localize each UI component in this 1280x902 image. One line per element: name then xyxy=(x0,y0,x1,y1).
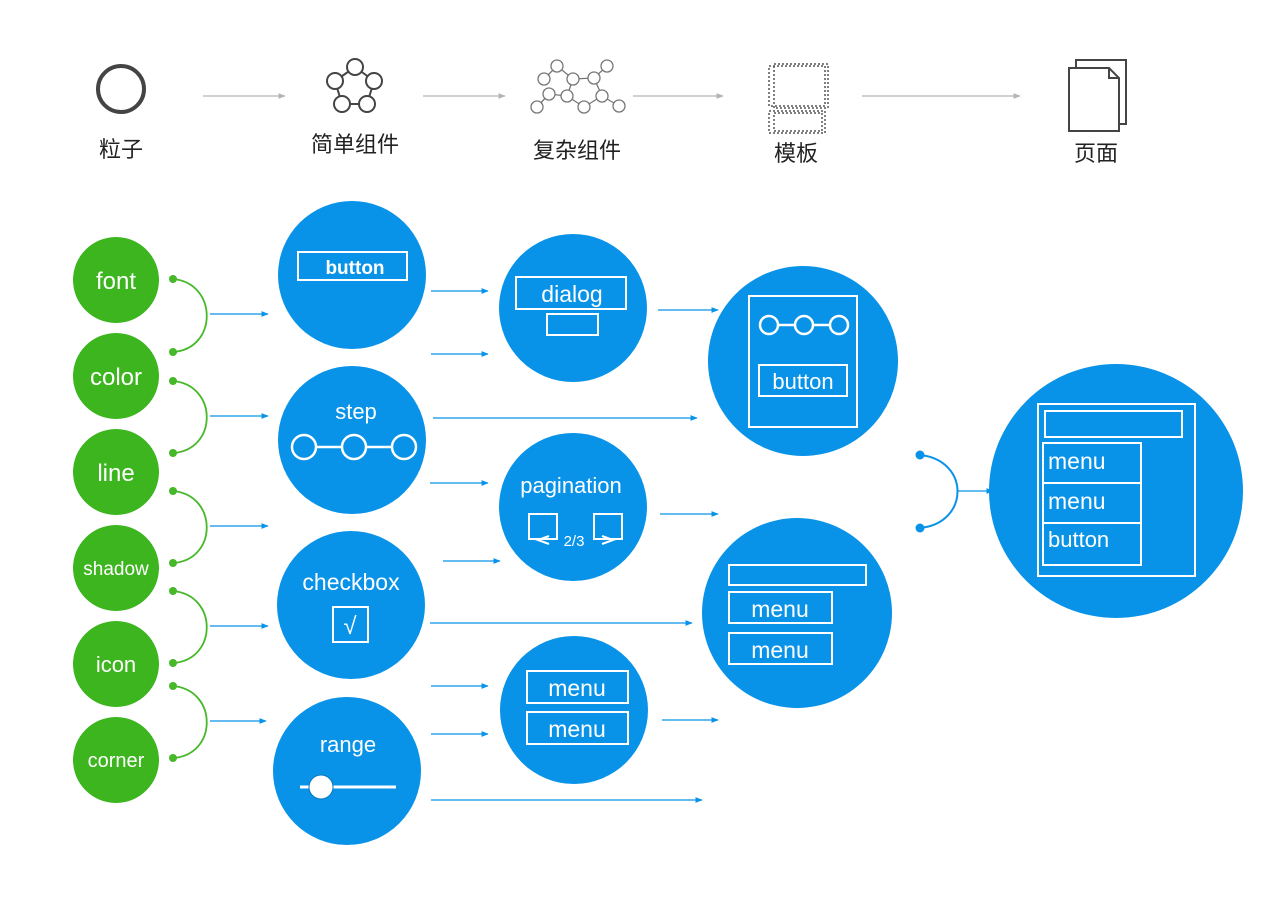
atom-label: icon xyxy=(96,652,136,677)
checkbox-title: checkbox xyxy=(302,569,400,595)
atom-line: line xyxy=(73,429,159,515)
menu-item: menu xyxy=(548,716,606,742)
complex-dialog-component: dialog xyxy=(499,234,647,382)
pagination-page-indicator: 2/3 xyxy=(564,533,585,550)
template-form: button xyxy=(708,266,898,456)
simple-step-component: step xyxy=(278,366,426,514)
stage-header: 粒子 简单组件 复杂组件 模板 xyxy=(96,58,1127,167)
simple-to-complex-arrows xyxy=(430,288,703,803)
range-title: range xyxy=(320,732,376,757)
atom-corner: corner xyxy=(73,717,159,803)
atom-label: color xyxy=(90,364,142,391)
atom-shadow: shadow xyxy=(73,525,159,611)
pentagon-graph-icon xyxy=(326,58,383,113)
atom-label: font xyxy=(96,268,136,295)
page-menu-item: menu xyxy=(1048,448,1106,474)
stage-label-complex-components: 复杂组件 xyxy=(533,139,621,164)
complex-pagination-component: pagination 2/3 xyxy=(499,433,647,581)
stage-label-templates: 模板 xyxy=(774,142,818,167)
atom-connectors xyxy=(169,275,269,762)
menu-item: menu xyxy=(548,675,606,701)
page-menu-item: menu xyxy=(1048,488,1106,514)
page-component: menu menu button xyxy=(989,364,1243,618)
button-label: button xyxy=(325,258,384,279)
template-to-page-connector xyxy=(915,450,994,533)
ring-icon xyxy=(96,64,146,114)
template-button-label: button xyxy=(772,369,833,394)
stage-label-atoms: 粒子 xyxy=(99,138,143,163)
complex-menu-component: menu menu xyxy=(500,636,648,784)
template-menu-item: menu xyxy=(751,637,809,663)
template-menu-item: menu xyxy=(751,596,809,622)
dialog-title: dialog xyxy=(541,281,602,307)
atom-label: line xyxy=(97,460,134,487)
complex-to-template-arrows xyxy=(658,307,719,723)
atoms-column: font color line shadow icon corner xyxy=(73,237,159,803)
atom-color: color xyxy=(73,333,159,419)
pages-icon xyxy=(1068,59,1127,132)
atom-font: font xyxy=(73,237,159,323)
atom-icon: icon xyxy=(73,621,159,707)
simple-button-component: button xyxy=(278,201,426,349)
step-title: step xyxy=(335,399,377,424)
page-button-label: button xyxy=(1048,527,1109,552)
stage-label-simple-components: 简单组件 xyxy=(311,133,399,158)
atom-label: corner xyxy=(88,750,145,772)
template-icon xyxy=(768,63,829,134)
network-graph-icon xyxy=(530,59,626,114)
checkbox-checkmark: √ xyxy=(343,613,357,640)
stage-label-pages: 页面 xyxy=(1074,142,1118,167)
simple-range-component: range xyxy=(273,697,421,845)
atom-label: shadow xyxy=(83,559,149,580)
simple-checkbox-component: checkbox √ xyxy=(277,531,425,679)
pagination-title: pagination xyxy=(520,473,622,498)
template-menu: menu menu xyxy=(702,518,892,708)
